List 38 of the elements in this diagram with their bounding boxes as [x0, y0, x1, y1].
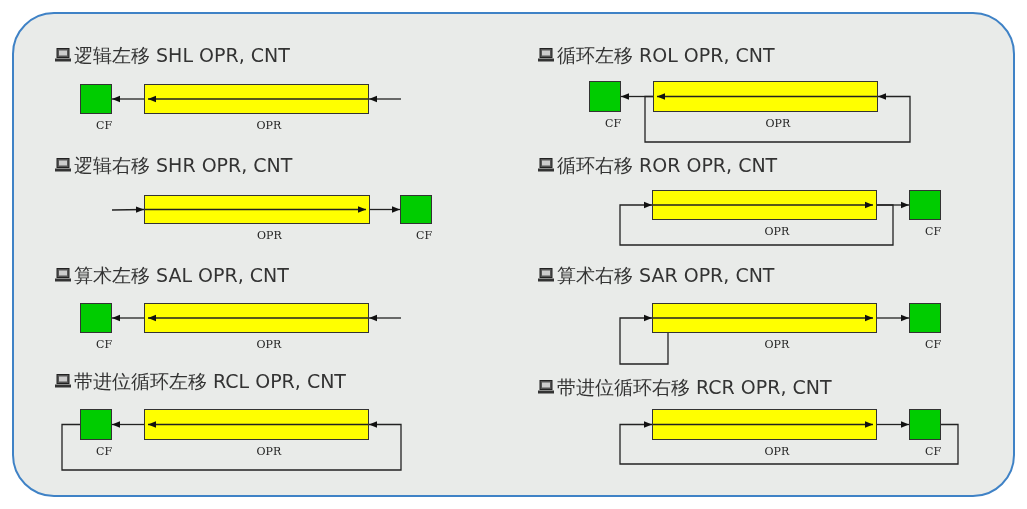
heading: 带进位循环右移 RCR OPR, CNT [557, 376, 832, 398]
arrow [368, 95, 402, 103]
register-label: OPR [764, 226, 790, 238]
register-label: CF [96, 339, 113, 351]
feedback-arrow [619, 201, 894, 246]
heading: 算术左移 SAL OPR, CNT [74, 264, 289, 286]
register-label: OPR [764, 339, 790, 351]
heading: 循环左移 ROL OPR, CNT [557, 44, 775, 66]
register-label: CF [96, 120, 113, 132]
register-label: OPR [764, 446, 790, 458]
arrow [368, 314, 402, 322]
arrow [876, 421, 910, 428]
register-label: OPR [257, 230, 282, 242]
arrow [876, 314, 910, 322]
heading: 算术右移 SAR OPR, CNT [557, 264, 775, 286]
heading: 逻辑右移 SHR OPR, CNT [74, 154, 293, 176]
arrow [369, 206, 401, 213]
register-label: OPR [256, 446, 282, 458]
register-label: CF [96, 446, 113, 458]
heading: 循环右移 ROR OPR, CNT [557, 154, 778, 176]
arrow [111, 421, 145, 428]
register-label: CF [925, 339, 942, 351]
heading: 逻辑左移 SHL OPR, CNT [74, 44, 290, 66]
arrow [111, 206, 145, 213]
register-label: CF [925, 446, 942, 458]
register-label: OPR [256, 120, 282, 132]
arrow [111, 314, 145, 322]
register-label: CF [416, 230, 433, 242]
heading: 带进位循环左移 RCL OPR, CNT [74, 370, 346, 392]
feedback-arrow [644, 93, 911, 143]
feedback-arrow [619, 421, 959, 465]
feedback-arrow [619, 314, 669, 365]
register-label: CF [925, 226, 942, 238]
feedback-arrow [61, 421, 402, 471]
arrow [111, 95, 145, 103]
register-label: CF [605, 118, 622, 130]
register-label: OPR [256, 339, 282, 351]
register-label: OPR [765, 118, 791, 130]
